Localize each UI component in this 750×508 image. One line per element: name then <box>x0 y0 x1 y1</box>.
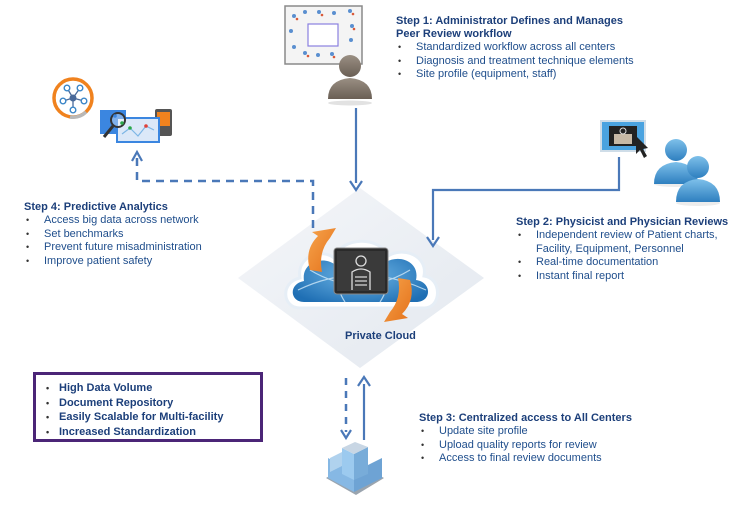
step2-bullet-continuation: Facility, Equipment, Personnel <box>536 242 684 255</box>
analytics-dashboard-icon <box>100 109 172 143</box>
step3-panel: Step 3: Centralized access to All Center… <box>419 412 632 466</box>
step4-title: Step 4: Predictive Analytics <box>24 201 168 213</box>
administrator-person-icon <box>328 55 372 106</box>
step4-bullet: Set benchmarks <box>24 228 202 242</box>
connector-cloud-building <box>340 375 371 441</box>
step1-bullet: Diagnosis and treatment technique elemen… <box>396 55 634 69</box>
step1-bullet: Site profile (equipment, staff) <box>396 68 634 82</box>
step4-panel: Step 4: Predictive Analytics Access big … <box>24 201 202 268</box>
private-cloud-icon <box>284 228 439 322</box>
connector-cloud-to-step4 <box>131 149 315 228</box>
feature-item: Increased Standardization <box>46 425 260 440</box>
feature-item: Document Repository <box>46 396 260 411</box>
step3-bullet: Update site profile <box>419 425 632 439</box>
monitor-cursor-icon <box>600 120 648 158</box>
feature-item: High Data Volume <box>46 381 260 396</box>
connector-step1-to-cloud <box>349 108 363 192</box>
step1-bullet: Standardized workflow across all centers <box>396 41 634 55</box>
step2-bullets: Independent review of Patient charts, Fa… <box>516 229 728 283</box>
feature-item: Easily Scalable for Multi-facility <box>46 410 260 425</box>
step2-title: Step 2: Physicist and Physician Reviews <box>516 216 729 228</box>
step2-bullet: Real-time documentation <box>516 256 728 270</box>
step2-bullet: Independent review of Patient charts, <box>516 229 728 243</box>
workflow-board-icon <box>284 5 363 65</box>
connector-step2-to-cloud <box>426 157 621 248</box>
features-list: High Data Volume Document Repository Eas… <box>36 375 260 439</box>
step1-title-line2: Peer Review workflow <box>396 28 512 40</box>
step3-bullets: Update site profile Upload quality repor… <box>419 425 632 466</box>
facility-building-icon <box>326 442 384 495</box>
step1-title-line1: Step 1: Administrator Defines and Manage… <box>396 15 623 27</box>
network-hub-icon <box>52 77 94 119</box>
private-cloud-label: Private Cloud <box>345 330 416 342</box>
step4-bullet: Access big data across network <box>24 214 202 228</box>
step4-bullets: Access big data across network Set bench… <box>24 214 202 268</box>
features-box: High Data Volume Document Repository Eas… <box>33 372 263 442</box>
step3-title: Step 3: Centralized access to All Center… <box>419 412 632 424</box>
step1-panel: Step 1: Administrator Defines and Manage… <box>396 15 634 82</box>
step2-bullet: Instant final report <box>516 270 728 284</box>
step3-bullet: Upload quality reports for review <box>419 439 632 453</box>
step2-panel: Step 2: Physicist and Physician Reviews … <box>516 216 728 283</box>
reviewers-group-icon <box>654 139 720 206</box>
step1-bullets: Standardized workflow across all centers… <box>396 41 634 82</box>
step3-bullet: Access to final review documents <box>419 452 632 466</box>
step4-bullet: Improve patient safety <box>24 255 202 269</box>
step4-bullet: Prevent future misadministration <box>24 241 202 255</box>
